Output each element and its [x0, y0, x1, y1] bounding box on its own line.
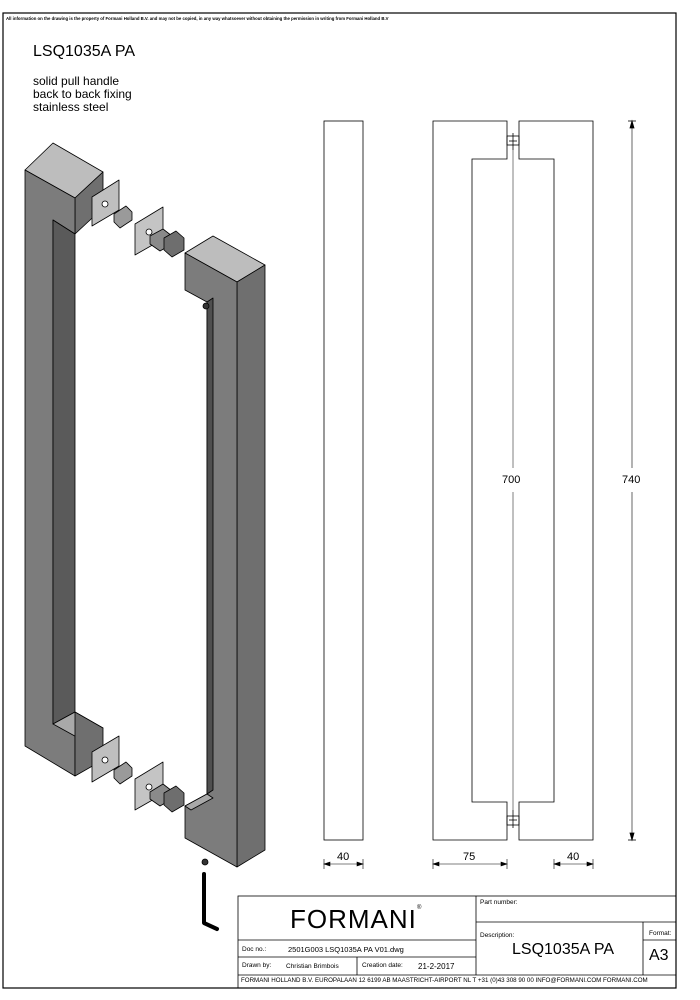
dimension-bar-width-side: 40 [567, 851, 580, 863]
top-fixing [91, 179, 185, 258]
description-line-1: solid pull handle [33, 74, 120, 88]
description-line-2: back to back fixing [33, 87, 132, 101]
part-number-label: Part number: [480, 899, 518, 906]
copyright-disclaimer: All information on the drawing is the pr… [6, 16, 389, 21]
description-line-3: stainless steel [33, 100, 109, 114]
right-handle [184, 235, 266, 868]
creation-date-label: Creation date: [362, 962, 403, 969]
format-value: A3 [649, 947, 669, 964]
description-value: LSQ1035A PA [512, 941, 614, 958]
front-view [323, 120, 364, 841]
registered-mark: ® [417, 905, 422, 911]
isometric-view [24, 142, 266, 931]
bottom-fixing [91, 735, 185, 813]
drawing-title: LSQ1035A PA [33, 43, 135, 60]
sheet-border [2, 12, 677, 989]
dimension-overall-length: 740 [622, 474, 641, 486]
dimension-bar-width-front: 40 [337, 851, 350, 863]
side-view [432, 119, 636, 842]
description-label: Description: [480, 932, 515, 939]
allen-key-icon [202, 872, 219, 931]
left-handle [24, 142, 104, 777]
bottom-dimensions [323, 859, 594, 869]
doc-no-label: Doc no.: [242, 946, 267, 953]
title-block-grid [237, 895, 677, 989]
drawn-by-value: Christian Brimbois [286, 963, 339, 970]
creation-date-value: 21-2-2017 [418, 962, 455, 971]
drawn-by-label: Drawn by: [242, 962, 272, 969]
company-footer: FORMANI HOLLAND B.V. EUROPALAAN 12 6199 … [241, 977, 648, 984]
format-label: Format: [649, 930, 672, 937]
doc-no-value: 2501G003 LSQ1035A PA V01.dwg [288, 945, 404, 954]
dimension-inner-length: 700 [502, 474, 521, 486]
dimension-projection: 75 [463, 851, 476, 863]
formani-logo: FORMANI [290, 904, 417, 934]
